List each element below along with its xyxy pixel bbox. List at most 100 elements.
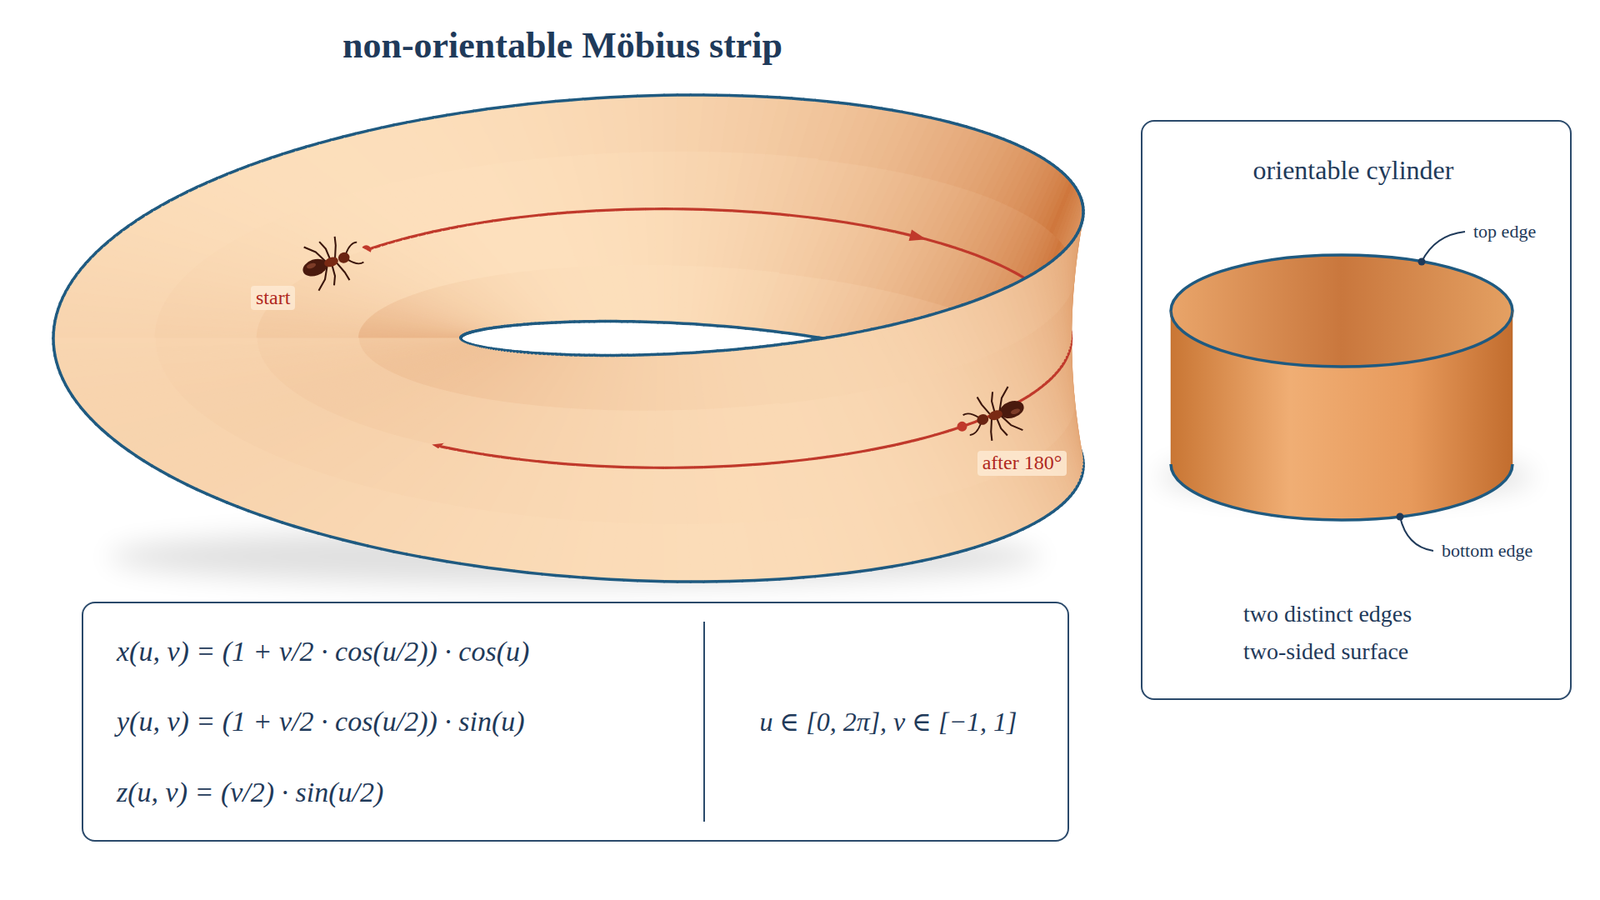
ant-path: [585, 464, 596, 468]
strip-edge: [569, 99, 583, 100]
strip-edge: [528, 572, 542, 575]
ant-path: [501, 456, 511, 458]
path-dot: [956, 421, 967, 432]
ant-path: [576, 463, 587, 467]
strip-face: [359, 333, 461, 338]
ant-path: [826, 455, 836, 458]
strip-edge: [596, 576, 610, 580]
arrow-head: [909, 229, 927, 241]
strip-edge: [169, 196, 179, 202]
ant-path: [732, 209, 743, 213]
strip-edge: [610, 577, 624, 581]
strip-edge: [380, 549, 395, 552]
ant-path: [713, 465, 724, 469]
strip-edge: [500, 569, 515, 571]
strip-edge: [342, 540, 355, 544]
ant-path: [557, 211, 567, 215]
strip-edge: [460, 563, 474, 565]
ant-path: [557, 461, 567, 465]
ant-path: [703, 465, 714, 470]
strip-edge: [305, 530, 318, 534]
ant-path: [732, 464, 743, 468]
ant-path: [751, 462, 761, 466]
strip-edge: [755, 95, 768, 99]
strip-edge: [624, 95, 638, 99]
ant-path: [703, 208, 714, 212]
ant-path: [483, 220, 493, 223]
ant-path: [585, 209, 596, 213]
strip-edge: [196, 489, 207, 494]
strip-slice: [53, 326, 461, 339]
ant-path: [826, 220, 836, 222]
strip-slice: [227, 350, 509, 507]
strip-edge: [791, 98, 804, 100]
strip-edge: [838, 572, 850, 575]
strip-edge: [650, 94, 665, 98]
strip-edge: [892, 110, 903, 112]
ant-path: [723, 209, 734, 213]
strip-edge: [729, 579, 742, 583]
strip-edge: [892, 565, 903, 567]
strip-slice: [216, 174, 505, 327]
ant-path: [625, 207, 635, 211]
strip-edge: [767, 95, 780, 99]
ant-path: [538, 461, 548, 463]
ant-path: [538, 214, 548, 215]
strip-edge: [791, 577, 804, 579]
strip-edge: [237, 165, 249, 170]
strip-edge: [406, 554, 420, 557]
ant-path: [520, 215, 530, 217]
strip-edge: [196, 182, 207, 187]
strip-edge: [677, 93, 691, 97]
strip-edge: [677, 580, 691, 584]
strip-edge: [282, 150, 295, 155]
strip-edge: [216, 174, 227, 179]
strip-edge: [394, 122, 408, 125]
strip-edge: [260, 157, 272, 162]
strip-edge: [342, 133, 355, 137]
ant-path: [492, 455, 502, 458]
strip-edge: [368, 127, 381, 130]
strip-edge: [779, 576, 792, 580]
ant-path: [635, 207, 645, 210]
strip-edge: [474, 565, 488, 568]
strip-face: [155, 334, 257, 339]
strip-slice: [54, 320, 461, 338]
strip-edge: [849, 571, 860, 574]
strip-edge: [433, 115, 447, 118]
strip-edge: [881, 566, 892, 569]
strip-face: [664, 95, 678, 152]
strip-edge: [420, 117, 434, 120]
strip-edge: [779, 95, 792, 100]
strip-edge: [318, 140, 331, 144]
ant-path: [751, 210, 761, 215]
strip-edge: [637, 94, 651, 98]
ant-path: [693, 465, 704, 470]
strip-edge: [803, 576, 815, 578]
strip-edge: [318, 533, 331, 537]
ant-path: [605, 208, 615, 212]
strip-edge: [849, 104, 860, 106]
strip-slice: [248, 161, 514, 326]
strip-edge: [860, 105, 872, 107]
strip-edge: [871, 106, 883, 109]
ant-path: [780, 461, 790, 463]
ant-path: [529, 460, 539, 462]
strip-edge: [767, 577, 780, 581]
strip-slice: [206, 178, 502, 327]
ant-path: [510, 217, 520, 219]
ant-path: [566, 462, 576, 466]
ant-path: [693, 207, 704, 211]
ant-path: [684, 465, 695, 469]
strip-edge: [461, 333, 465, 337]
strip-edge: [355, 130, 368, 135]
ant-path: [576, 210, 587, 214]
ant-path: [808, 458, 818, 460]
ant-path: [510, 458, 520, 460]
ant-path: [595, 465, 606, 469]
strip-slice: [237, 165, 511, 326]
strip-edge: [248, 510, 260, 515]
strip-edge: [270, 519, 283, 524]
strip-edge: [742, 579, 755, 583]
